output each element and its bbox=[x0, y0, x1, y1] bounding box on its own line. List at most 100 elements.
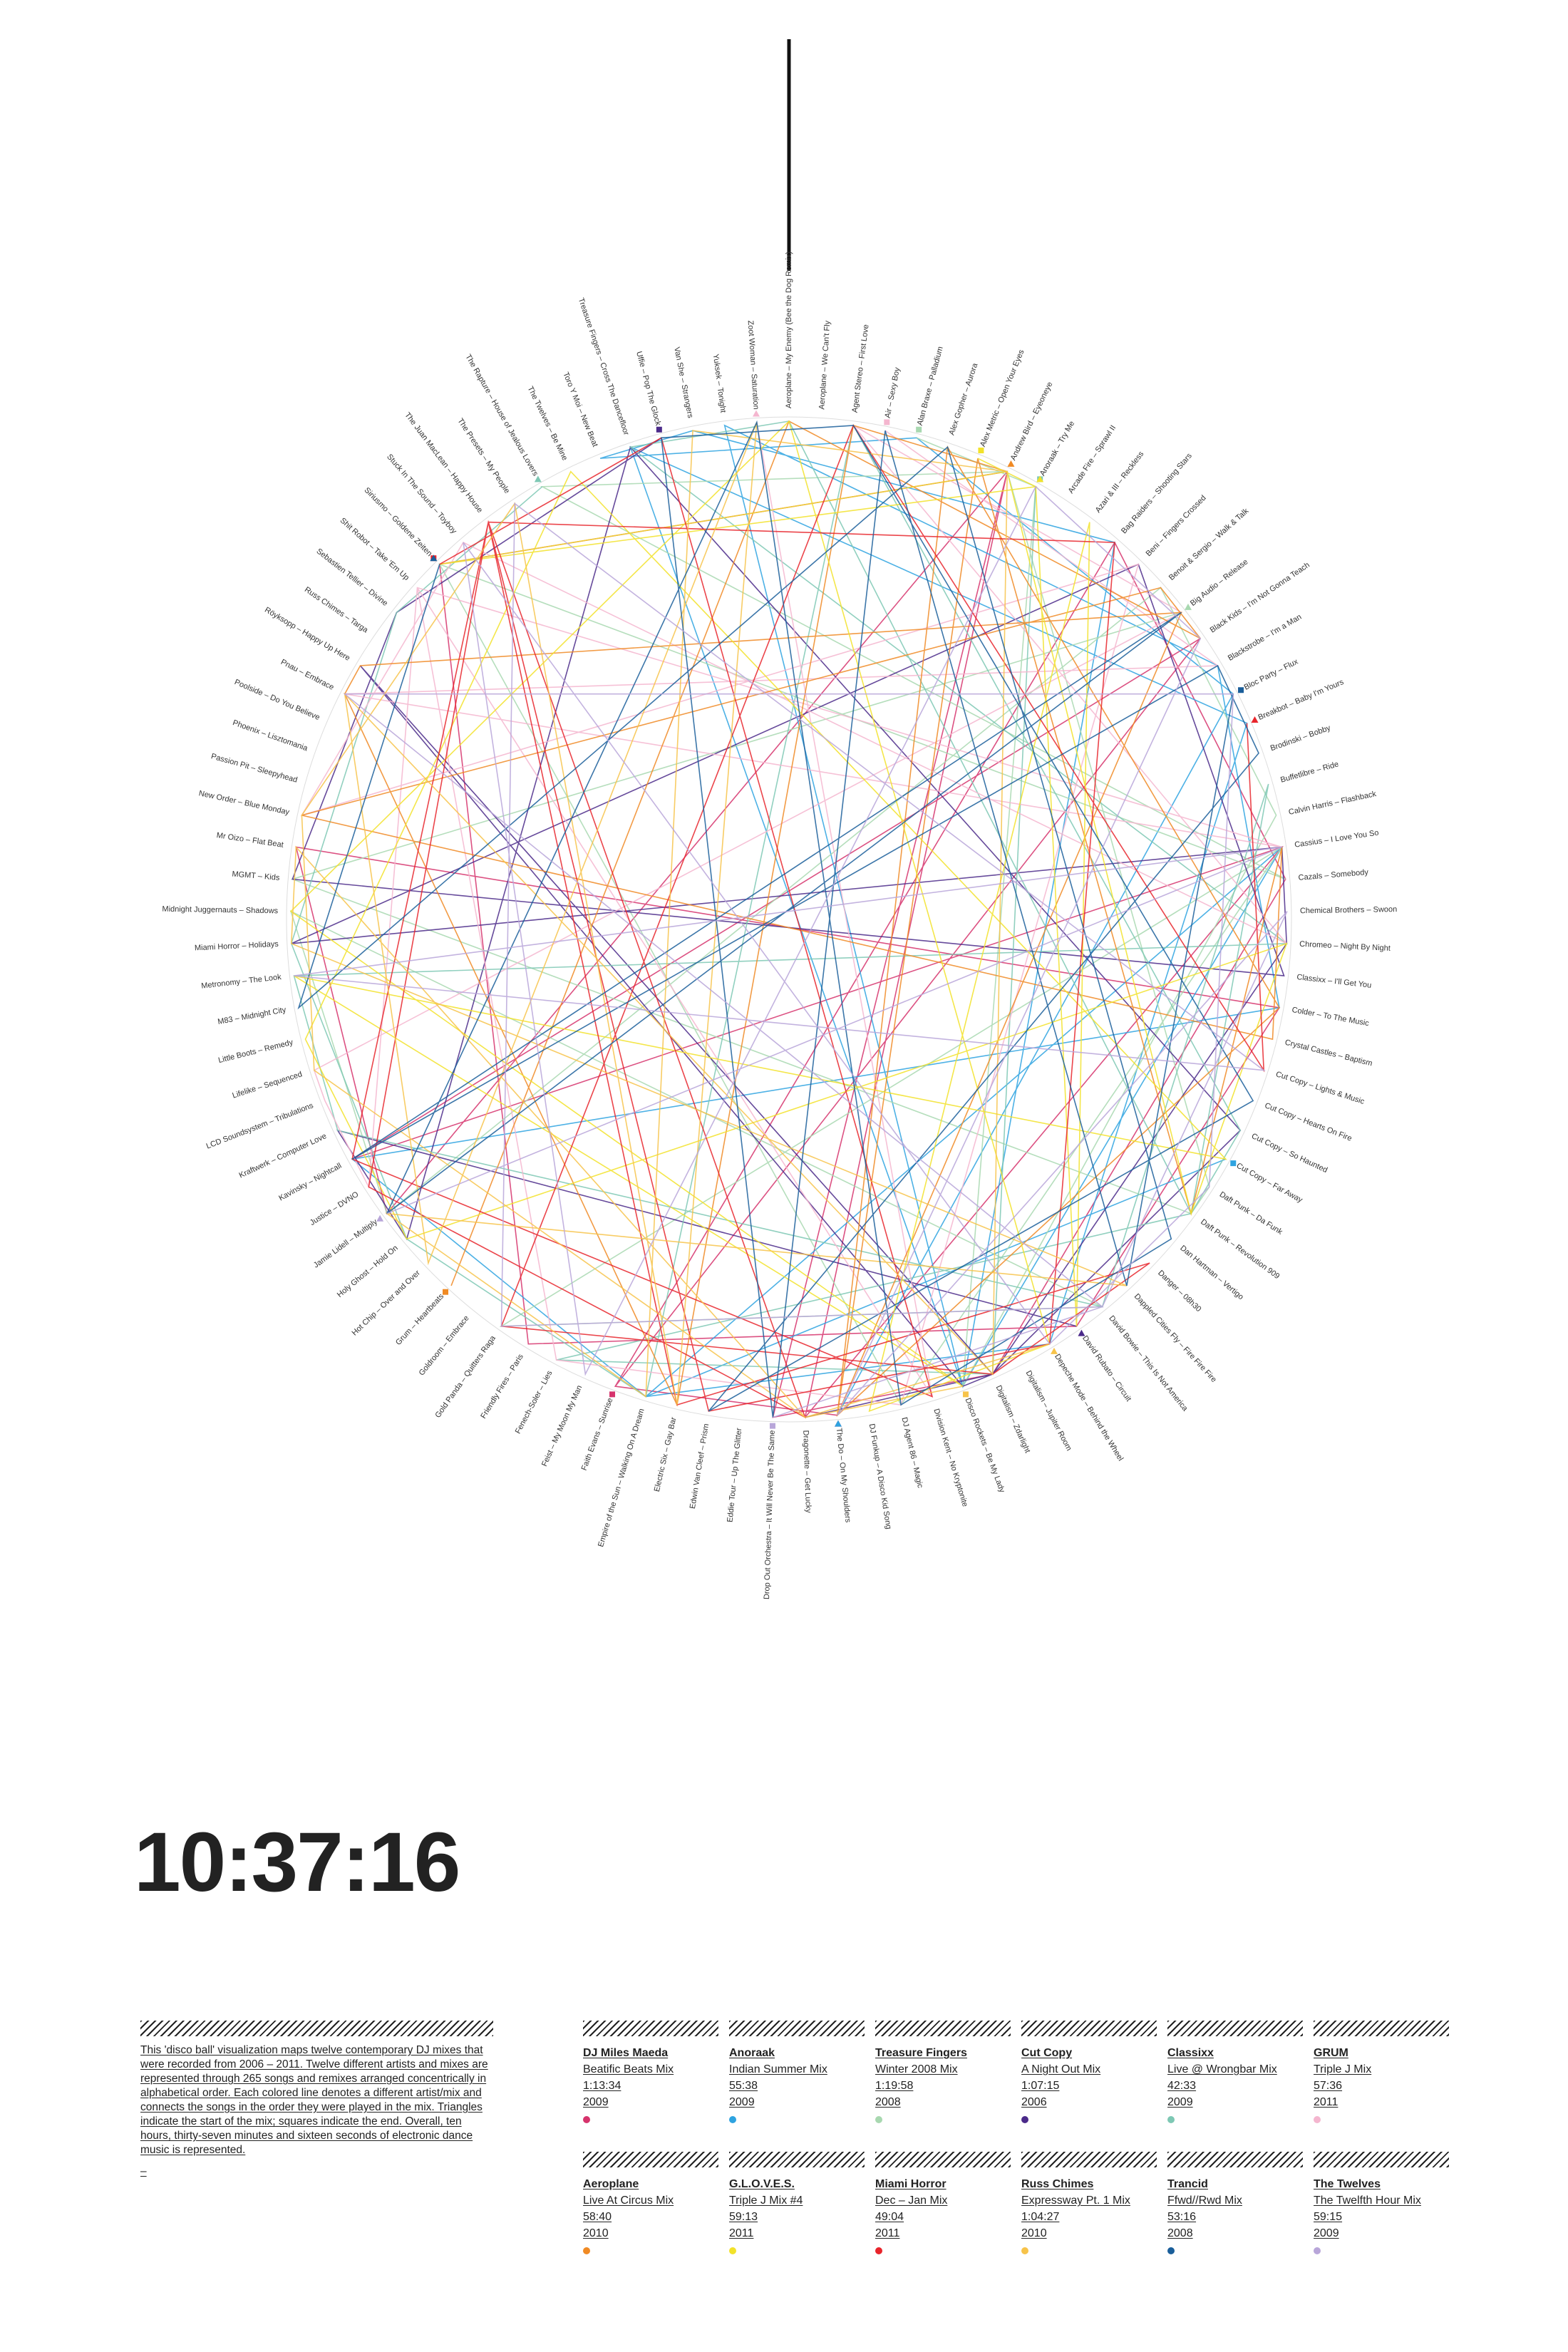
song-label: M83 – Midnight City bbox=[217, 1006, 287, 1026]
mix-path bbox=[290, 422, 1128, 1418]
song-label: Fenech-Soler – Lies bbox=[514, 1369, 555, 1435]
song-label: Holy Ghost – Hold On bbox=[336, 1244, 400, 1299]
hatch-divider bbox=[1167, 2021, 1303, 2036]
mix-color-dot bbox=[1021, 2247, 1028, 2254]
mix-color-dot bbox=[583, 2116, 590, 2123]
mix-end-square bbox=[1230, 1160, 1237, 1167]
song-label: Aeroplane – We Can't Fly bbox=[817, 320, 832, 410]
song-label: Feist – My Moon My Man bbox=[540, 1384, 584, 1468]
song-label: Pnau – Embrace bbox=[279, 658, 335, 692]
mix-title: Winter 2008 Mix bbox=[875, 2063, 958, 2075]
mix-artist: Cut Copy bbox=[1021, 2047, 1073, 2059]
song-label: Uffie – Pop The Glock bbox=[634, 351, 662, 427]
mix-end-square bbox=[962, 1391, 969, 1398]
song-label: Cut Copy – Lights & Music bbox=[1275, 1070, 1366, 1106]
mix-path bbox=[294, 485, 1288, 1418]
song-label: Andrew Bird – Eyeoneye bbox=[1009, 381, 1055, 462]
song-label: Air – Sexy Boy bbox=[884, 366, 902, 419]
mix-artist: The Twelves bbox=[1314, 2178, 1381, 2190]
song-label: Yuksek – Tonight bbox=[711, 354, 728, 413]
mix-title: Beatific Beats Mix bbox=[583, 2063, 674, 2075]
mix-title: Live At Circus Mix bbox=[583, 2194, 674, 2207]
description-block: This 'disco ball' visualization maps twe… bbox=[140, 2021, 493, 2179]
song-label: Lifelike – Sequenced bbox=[232, 1070, 304, 1100]
mix-artist: GRUM bbox=[1314, 2047, 1348, 2059]
mix-year: 2011 bbox=[729, 2227, 754, 2239]
hatch-divider bbox=[729, 2021, 865, 2036]
mix-end-square bbox=[609, 1391, 616, 1398]
song-label: Cazals – Somebody bbox=[1298, 868, 1369, 882]
song-label: Friendly Fires – Paris bbox=[479, 1352, 525, 1420]
song-label: Eddie Tour – Up The Glitter bbox=[726, 1428, 743, 1523]
song-label: Bloc Party – Flux bbox=[1243, 657, 1300, 692]
mix-artist: Aeroplane bbox=[583, 2178, 639, 2190]
song-label: Jamie Lidell – Multiply bbox=[312, 1217, 379, 1270]
song-label: Calvin Harris – Flashback bbox=[1288, 790, 1378, 817]
song-label: Brodinski – Bobby bbox=[1269, 723, 1332, 753]
total-duration: 10:37:16 bbox=[134, 1815, 460, 1909]
song-label: Buffetlibre – Ride bbox=[1279, 760, 1339, 784]
hatch-divider bbox=[583, 2152, 718, 2167]
mix-start-triangle bbox=[752, 410, 760, 417]
mix-title: A Night Out Mix bbox=[1021, 2063, 1101, 2075]
mix-duration: 49:04 bbox=[875, 2211, 904, 2223]
hatch-divider bbox=[729, 2152, 865, 2167]
mix-color-dot bbox=[1167, 2116, 1175, 2123]
mix-start-triangle bbox=[1007, 460, 1015, 467]
mix-start-triangle bbox=[534, 475, 542, 483]
mix-start-triangle bbox=[1036, 475, 1044, 483]
mix-duration: 57:36 bbox=[1314, 2080, 1343, 2092]
song-label: New Order – Blue Monday bbox=[198, 789, 291, 817]
mix-artist: G.L.O.V.E.S. bbox=[729, 2178, 795, 2190]
song-label: Arcade Fire – Sprawl II bbox=[1067, 424, 1118, 495]
mix-start-triangle bbox=[430, 555, 438, 562]
mix-artist: Russ Chimes bbox=[1021, 2178, 1094, 2190]
mix-end-square bbox=[1238, 687, 1244, 693]
song-label: Agent Stereo – First Love bbox=[851, 324, 871, 413]
mix-start-triangle bbox=[376, 1214, 384, 1222]
mix-year: 2006 bbox=[1021, 2096, 1047, 2108]
song-label: Zoot Woman – Saturation bbox=[746, 320, 760, 410]
song-label: Alex Metric – Open Your Eyes bbox=[979, 348, 1026, 448]
song-label: Cassius – I Love You So bbox=[1294, 829, 1380, 850]
song-label: Azari & III – Reckless bbox=[1094, 450, 1146, 515]
mix-start-triangle bbox=[834, 1420, 842, 1427]
song-label: Little Boots – Remedy bbox=[217, 1038, 294, 1065]
mix-title: Expressway Pt. 1 Mix bbox=[1021, 2194, 1130, 2207]
song-label: Division Kent – No Kryptonite bbox=[932, 1408, 969, 1507]
song-label: Breakbot – Baby I'm Yours bbox=[1257, 678, 1346, 722]
song-label: Kraftwerk – Computer Love bbox=[238, 1132, 328, 1180]
song-label: Justice – DVNO bbox=[309, 1190, 361, 1227]
mix-year: 2009 bbox=[1167, 2096, 1193, 2108]
mix-duration: 55:38 bbox=[729, 2080, 758, 2092]
song-label: Cut Copy – Far Away bbox=[1235, 1162, 1304, 1205]
song-label: David Rubato – Circuit bbox=[1080, 1334, 1133, 1403]
song-label: Colder – To The Music bbox=[1291, 1006, 1371, 1028]
song-label: MGMT – Kids bbox=[232, 870, 280, 882]
song-label: Big Audio – Release bbox=[1189, 557, 1249, 608]
mix-artist: Anoraak bbox=[729, 2047, 775, 2059]
mix-duration: 42:33 bbox=[1167, 2080, 1197, 2092]
mix-color-dot bbox=[875, 2116, 882, 2123]
mix-start-triangle bbox=[1184, 603, 1192, 610]
song-label: Drop Out Orchestra – It Will Never Be Th… bbox=[763, 1430, 777, 1599]
song-label: Chemical Brothers – Swoon bbox=[1300, 905, 1398, 915]
disco-ball-outline bbox=[286, 416, 1292, 1423]
song-label: Alan Braxe – Palladium bbox=[916, 346, 945, 427]
mix-color-dot bbox=[729, 2247, 736, 2254]
mix-year: 2009 bbox=[583, 2096, 609, 2108]
song-label: Cut Copy – Hearts On Fire bbox=[1264, 1101, 1353, 1143]
mix-end-square bbox=[656, 426, 662, 433]
disco-ball-visualization: Aeroplane – My Enemy (Bee the Dog Remix)… bbox=[162, 39, 1398, 1599]
song-label: Dappled Cities Fly – Fire Fire Fire bbox=[1133, 1292, 1218, 1384]
mix-color-dot bbox=[1021, 2116, 1028, 2123]
